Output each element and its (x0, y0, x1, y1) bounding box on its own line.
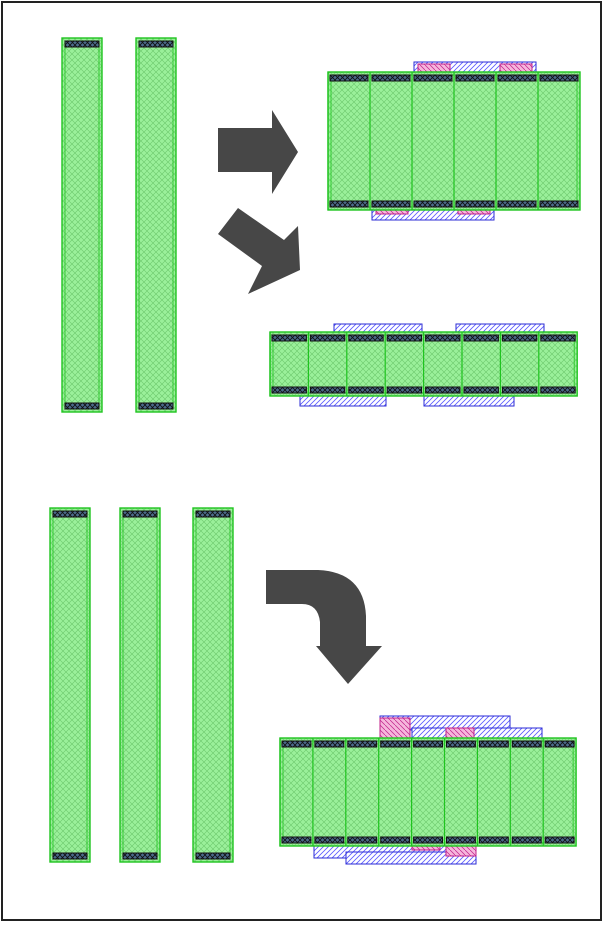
input-strip-lower-1 (49, 507, 91, 863)
six-finger-finger-2-top-contact (371, 74, 411, 82)
six-finger-finger-4-bottom-contact (455, 200, 495, 208)
input-strip-lower-2 (119, 507, 161, 863)
input-strip-lower-1-bottom-contact (52, 852, 88, 860)
nine-finger-finger-2-bottom-contact (314, 836, 345, 844)
eight-finger-finger-7-top-contact (501, 334, 538, 342)
input-strip-2 (135, 37, 177, 413)
nine-finger-finger-5-bottom-contact (413, 836, 444, 844)
six-finger-top-via-1 (417, 63, 451, 73)
eight-finger-finger-8-top-contact (540, 334, 576, 342)
input-strip-lower-2-top-contact (122, 510, 158, 518)
eight-finger-finger-5-top-contact (425, 334, 461, 342)
six-finger-finger-1-top-contact (329, 74, 369, 82)
eight-finger-finger-4-bottom-contact (386, 386, 423, 394)
nine-finger-finger-1-top-contact (281, 740, 312, 748)
nine-finger-finger-4-bottom-contact (380, 836, 411, 844)
nine-finger-finger-2-top-contact (314, 740, 345, 748)
input-strip-2-bottom-contact (138, 402, 174, 410)
nine-finger-finger-5-top-contact (413, 740, 444, 748)
input-strip-2-top-contact (138, 40, 174, 48)
six-finger-finger-4-top-contact (455, 74, 495, 82)
input-strip-1-top-contact (64, 40, 100, 48)
right-arrow-icon (218, 110, 298, 194)
six-finger-finger-3-top-contact (413, 74, 453, 82)
nine-finger-finger-3-top-contact (347, 740, 378, 748)
nine-finger-finger-4-top-contact (380, 740, 411, 748)
input-strip-1 (61, 37, 103, 413)
eight-finger-finger-6-bottom-contact (463, 386, 499, 394)
six-finger-finger-6-top-contact (539, 74, 579, 82)
nine-finger-finger-7-bottom-contact (478, 836, 509, 844)
nine-finger-finger-9-bottom-contact (544, 836, 575, 844)
input-strip-lower-1-top-contact (52, 510, 88, 518)
six-finger-finger-1-bottom-contact (329, 200, 369, 208)
eight-finger-finger-5-bottom-contact (425, 386, 461, 394)
six-finger-finger-3-bottom-contact (413, 200, 453, 208)
nine-finger-finger-8-bottom-contact (511, 836, 542, 844)
six-finger-finger-2-bottom-contact (371, 200, 411, 208)
nine-finger-finger-9-top-contact (544, 740, 575, 748)
six-finger-finger-5-bottom-contact (497, 200, 537, 208)
input-strip-lower-3-bottom-contact (195, 852, 231, 860)
eight-finger-finger-7-bottom-contact (501, 386, 538, 394)
nine-finger-top-via-1 (379, 717, 411, 741)
nine-finger-active-area (279, 737, 577, 847)
input-strip-lower-3-top-contact (195, 510, 231, 518)
nine-finger-finger-6-top-contact (446, 740, 476, 748)
eight-finger-finger-3-top-contact (348, 334, 384, 342)
six-finger-top-via-2 (499, 63, 533, 73)
six-finger-finger-6-bottom-contact (539, 200, 579, 208)
nine-finger-finger-3-bottom-contact (347, 836, 378, 844)
curved-down-arrow-icon (266, 570, 382, 684)
diagonal-arrow-icon (218, 208, 300, 294)
eight-finger-finger-8-bottom-contact (540, 386, 576, 394)
nine-finger-finger-8-top-contact (511, 740, 542, 748)
eight-finger-finger-4-top-contact (386, 334, 423, 342)
eight-finger-finger-6-top-contact (463, 334, 499, 342)
input-strip-lower-2-bottom-contact (122, 852, 158, 860)
eight-finger-finger-2-top-contact (309, 334, 346, 342)
eight-finger-finger-2-bottom-contact (309, 386, 346, 394)
nine-finger-finger-1-bottom-contact (281, 836, 312, 844)
input-strip-lower-3 (192, 507, 234, 863)
eight-finger-finger-3-bottom-contact (348, 386, 384, 394)
nine-finger-bottom-metal-2 (345, 851, 477, 865)
nine-finger-finger-7-top-contact (478, 740, 509, 748)
eight-finger-finger-1-top-contact (271, 334, 307, 342)
eight-finger-finger-1-bottom-contact (271, 386, 307, 394)
six-finger-finger-5-top-contact (497, 74, 537, 82)
input-strip-1-bottom-contact (64, 402, 100, 410)
nine-finger-finger-6-bottom-contact (446, 836, 476, 844)
